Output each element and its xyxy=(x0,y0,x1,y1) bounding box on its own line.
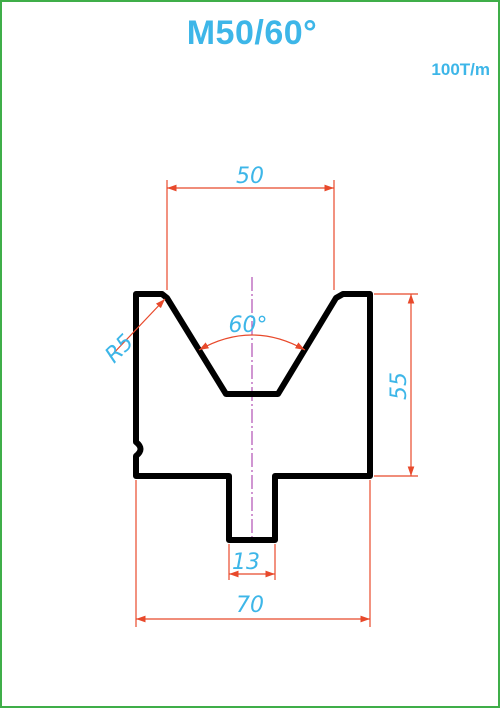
angle-label: 60° xyxy=(229,313,268,338)
die-profile xyxy=(133,291,373,543)
dimension-height xyxy=(374,293,418,477)
angle-arc xyxy=(198,334,306,351)
radius-leader xyxy=(109,298,166,358)
dimension-tang-width xyxy=(228,544,276,580)
height-label: 55 xyxy=(387,372,412,400)
dimension-base-width xyxy=(135,480,371,627)
dimension-top-width xyxy=(166,180,335,290)
base-width-label: 70 xyxy=(236,593,264,618)
page-title: M50/60° xyxy=(186,14,318,52)
top-width-label: 50 xyxy=(236,164,264,189)
capacity-label: 100T/m xyxy=(431,60,490,79)
tang-width-label: 13 xyxy=(232,550,260,575)
